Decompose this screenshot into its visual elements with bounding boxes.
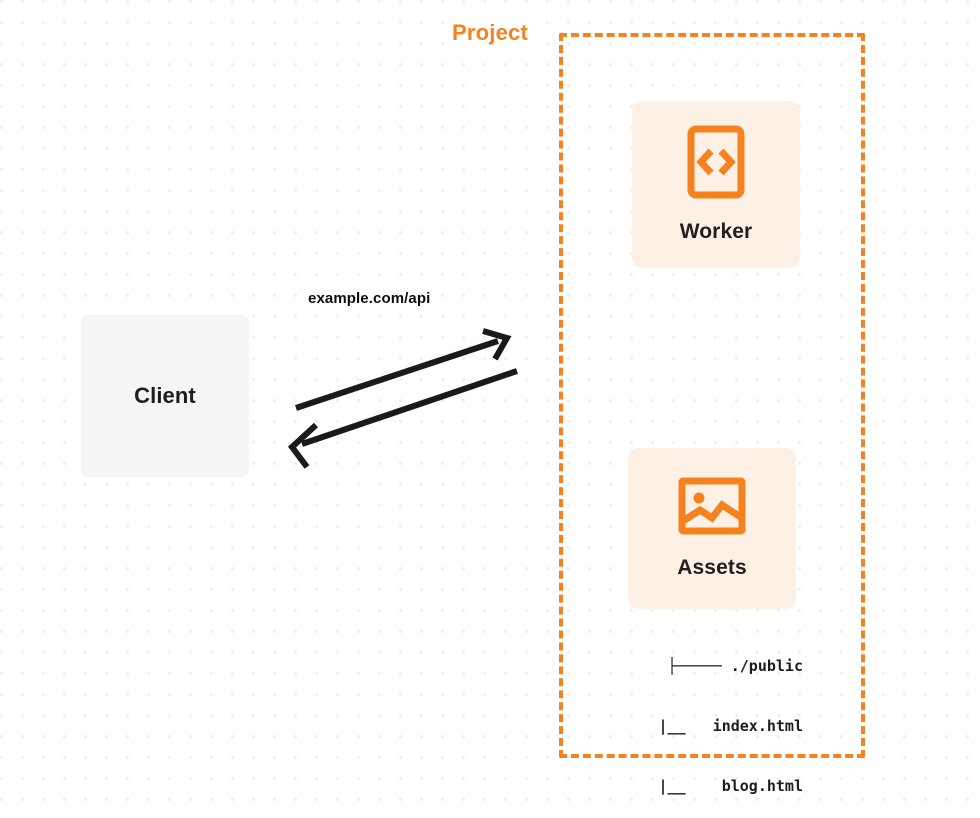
response-arrow [287, 368, 518, 469]
assets-file-tree: ├───── ./public |__ index.html |__ blog.… [608, 616, 803, 818]
assets-node[interactable]: Assets [628, 448, 796, 609]
tree-row: |__ blog.html [613, 777, 803, 795]
request-arrow [295, 328, 512, 411]
worker-node[interactable]: Worker [632, 101, 800, 268]
tree-row: |__ index.html [613, 717, 803, 735]
tree-row: ├───── ./public [667, 657, 803, 675]
client-label: Client [134, 383, 196, 408]
worker-label: Worker [679, 220, 753, 243]
client-node[interactable]: Client [81, 315, 249, 477]
assets-label: Assets [677, 556, 747, 579]
project-title: Project [445, 20, 535, 46]
connection-url-label: example.com/api [308, 290, 431, 307]
image-icon [678, 477, 746, 540]
code-brackets-icon [687, 125, 745, 204]
project-container [559, 33, 865, 758]
